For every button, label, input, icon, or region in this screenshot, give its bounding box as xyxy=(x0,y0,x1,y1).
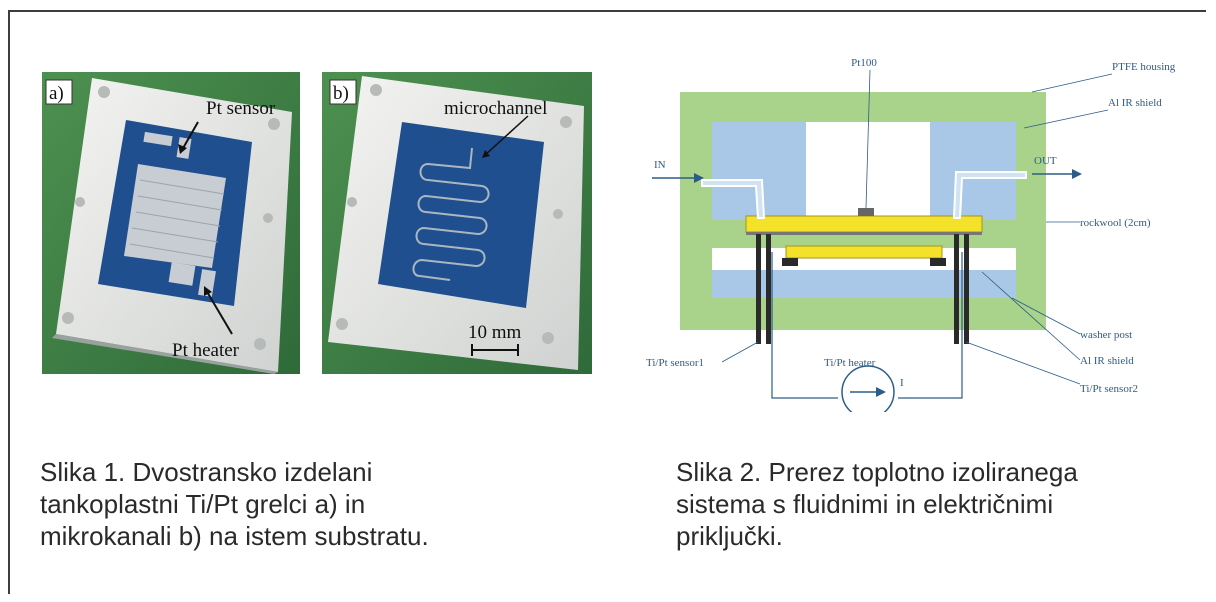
panel-b-tag: b) xyxy=(333,83,349,104)
label-sensor2: Ti/Pt sensor2 xyxy=(1080,383,1138,395)
panel-a-tag: a) xyxy=(49,83,64,104)
figure1-caption: Slika 1. Dvostransko izdelani tankoplast… xyxy=(40,457,429,551)
microchannel-path xyxy=(412,147,490,281)
label-microchannel: microchannel xyxy=(444,98,547,119)
label-pt100: Pt100 xyxy=(851,57,877,69)
scale-bar-label: 10 mm xyxy=(468,322,522,343)
label-washer-post: washer post xyxy=(1080,329,1132,341)
label-al-ir-shield-top: Al IR shield xyxy=(1108,97,1162,109)
label-current: I xyxy=(900,377,904,389)
figure-frame xyxy=(8,10,1206,594)
label-sensor1: Ti/Pt sensor1 xyxy=(646,357,704,369)
inlet-tube xyxy=(701,179,766,219)
label-outlet: OUT xyxy=(1034,155,1057,167)
label-ptfe-housing: PTFE housing xyxy=(1112,61,1176,73)
current-source-icon xyxy=(841,365,895,419)
photo-panel-b: b) microchannel 10 mm xyxy=(322,72,592,374)
label-pt-heater: Pt heater xyxy=(172,340,240,361)
label-al-ir-shield-bottom: Al IR shield xyxy=(1080,355,1134,367)
electrical-posts xyxy=(756,234,969,344)
label-inlet: IN xyxy=(654,159,666,171)
label-rockwool: rockwool (2cm) xyxy=(1080,217,1151,229)
heater-meander xyxy=(124,164,226,268)
figure2-caption: Slika 2. Prerez toplotno izoliranega sis… xyxy=(676,457,1078,551)
label-pt-sensor: Pt sensor xyxy=(206,98,276,119)
outlet-tube xyxy=(952,171,1027,219)
cross-section-diagram: Pt100 PTFE housing Al IR shield IN OUT r… xyxy=(632,52,1198,419)
heater-pad xyxy=(168,262,196,286)
photo-panel-a: a) Pt sensor Pt heater xyxy=(42,72,300,374)
heater-layer xyxy=(785,245,943,259)
substrate-chip xyxy=(745,215,983,233)
label-heater: Ti/Pt heater xyxy=(824,357,876,369)
pt100-sensor xyxy=(858,208,874,216)
